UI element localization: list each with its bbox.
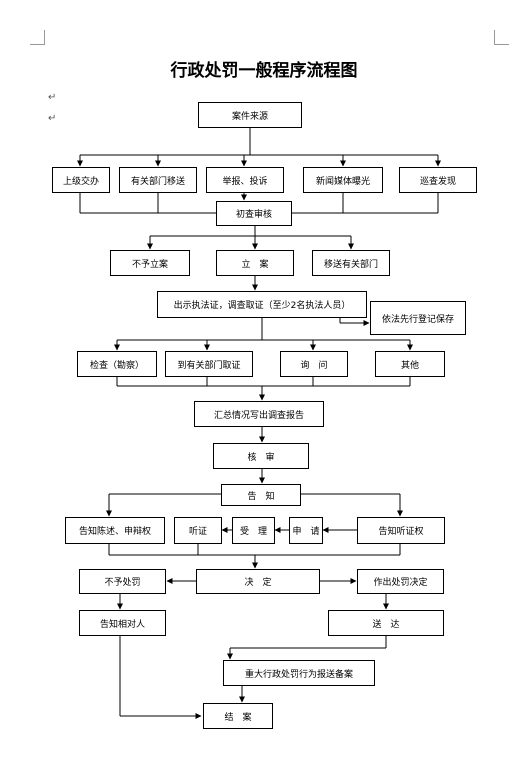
node-media-exposure: 新闻媒体曝光: [303, 167, 383, 193]
node-report-complaint: 举报、投诉: [206, 167, 284, 193]
node-summary-report: 汇总情况写出调查报告: [194, 401, 324, 427]
node-no-case: 不予立案: [110, 250, 190, 276]
node-deliver: 送 达: [328, 610, 444, 636]
node-make-decision: 作出处罚决定: [357, 569, 444, 594]
node-notify-statement: 告知陈述、申辩权: [65, 517, 165, 544]
page-corner-mark: [494, 30, 509, 45]
diagram-title: 行政处罚一般程序流程图: [170, 61, 358, 81]
node-dept-evidence: 到有关部门取证: [165, 351, 253, 377]
node-apply: 申 请: [289, 517, 323, 544]
node-notify-hearing: 告知听证权: [357, 517, 445, 544]
node-dept-transfer: 有关部门移送: [119, 167, 197, 193]
page-corner-mark: [30, 30, 45, 45]
node-initial-check: 初查审核: [216, 201, 292, 226]
paragraph-mark: ↵: [48, 113, 57, 124]
node-patrol-discovery: 巡查发现: [399, 167, 477, 193]
node-major-record: 重大行政处罚行为报送备案: [223, 660, 375, 686]
node-accept: 受 理: [232, 517, 275, 544]
node-other: 其他: [375, 351, 445, 377]
node-case-source: 案件来源: [198, 102, 302, 128]
node-transfer-dept: 移送有关部门: [312, 250, 390, 276]
node-decide: 决 定: [196, 569, 320, 594]
node-notify: 告 知: [221, 484, 301, 506]
node-file-case: 立 案: [216, 250, 294, 276]
node-notify-party: 告知相对人: [79, 610, 166, 636]
node-close-case: 结 案: [203, 703, 273, 729]
node-investigate: 出示执法证，调查取证（至少2名执法人员）: [157, 291, 367, 318]
node-hearing: 听证: [174, 517, 222, 544]
node-no-penalty: 不予处罚: [79, 569, 166, 594]
node-superior-assign: 上级交办: [52, 167, 110, 193]
node-inspect: 检查（勘察）: [77, 351, 157, 377]
node-preserve-evidence: 依法先行登记保存: [370, 301, 466, 335]
paragraph-mark: ↵: [48, 92, 57, 103]
node-review: 核 审: [213, 443, 309, 469]
node-inquiry: 询 问: [280, 351, 348, 377]
